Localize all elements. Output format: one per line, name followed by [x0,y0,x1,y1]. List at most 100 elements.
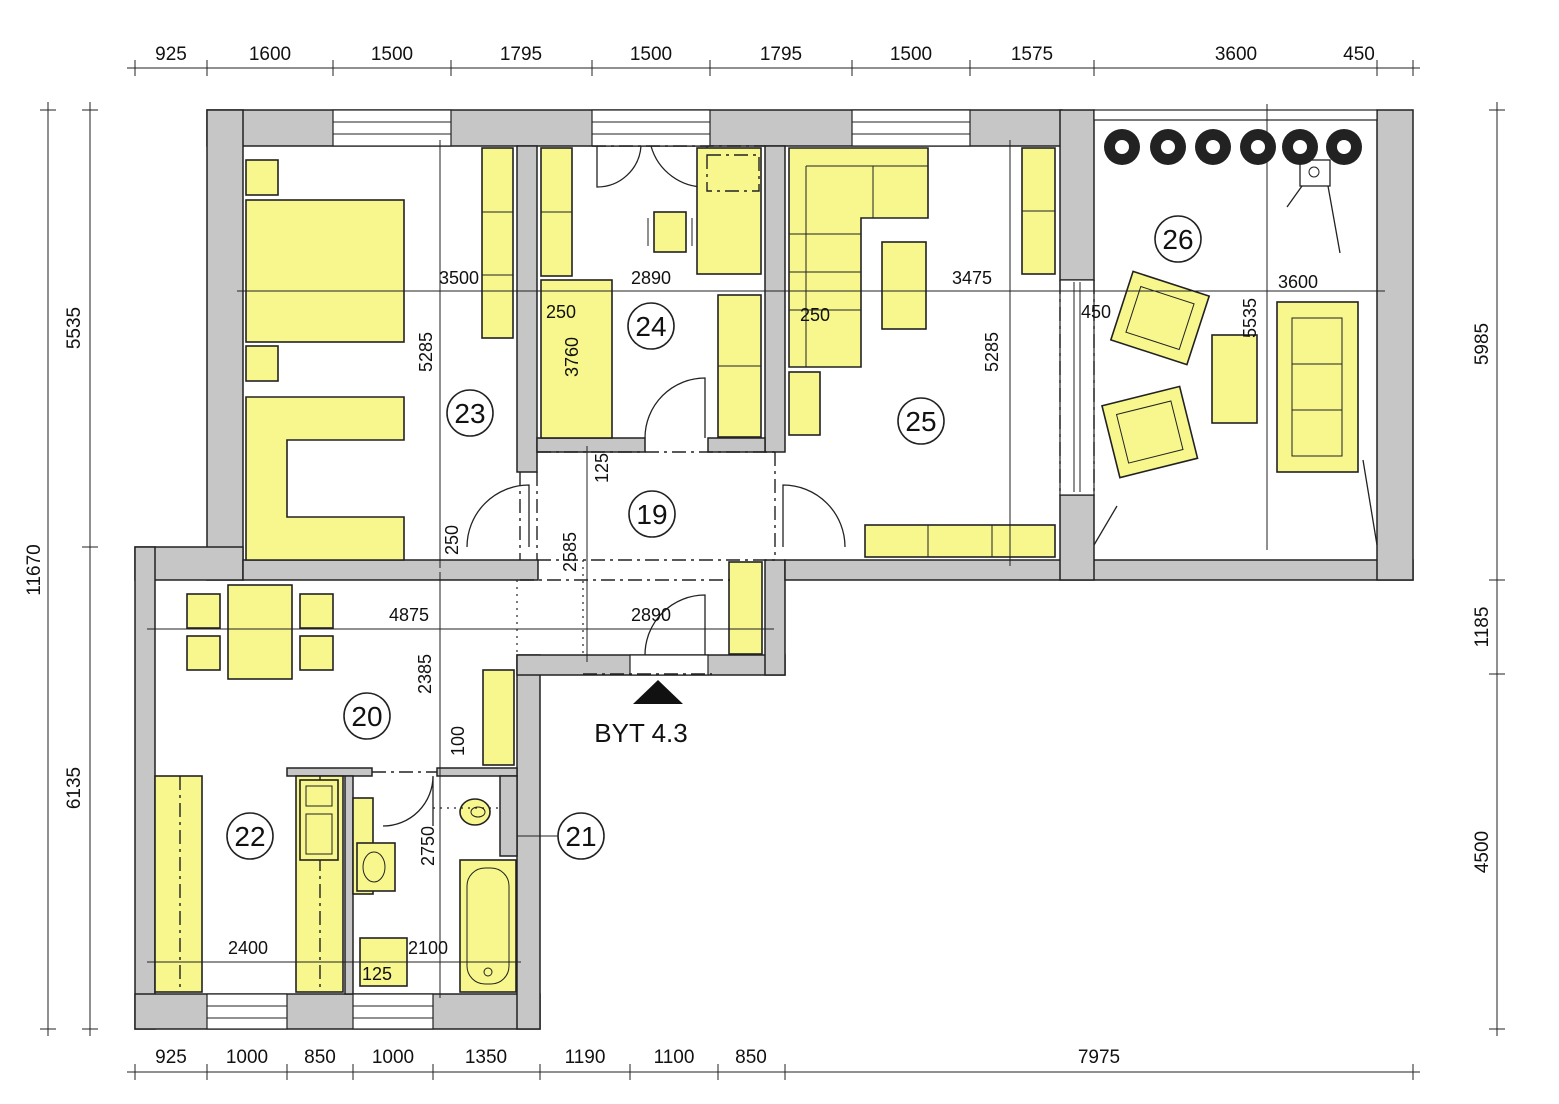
dim-right-lower: 4500 [1472,831,1493,873]
bottom-dimension-labels: 925 1000 850 1000 1350 1190 1100 850 797… [155,1047,1120,1068]
lounge-chair-icon [1286,159,1341,254]
dim-r23-height: 5285 [416,332,436,372]
coat-rack [728,561,763,655]
dim-top-7: 1500 [890,44,932,65]
dim-bottom-7: 1100 [654,1047,695,1068]
room-23-label: 23 [446,389,494,437]
room-21-label: 21 [557,812,605,860]
dim-top-10: 450 [1343,44,1375,65]
plant-icon [1195,129,1231,165]
dim-r19-width: 2890 [631,605,671,625]
double-bed [245,199,405,343]
wall-middle [242,559,539,581]
dim-r19-offset: 125 [592,453,612,483]
dim-right-middle: 1185 [1472,607,1493,648]
tv-unit [864,524,1056,558]
dim-bottom-3: 850 [304,1047,336,1068]
dim-r26-height: 5535 [1240,298,1260,338]
wall-24-25 [764,145,786,453]
chair [186,593,221,629]
left-dimension-labels: 5535 11670 6135 [24,307,85,809]
coffee-table [881,241,927,330]
dim-r20-offset: 100 [448,726,468,756]
room-24-label: 24 [627,302,675,350]
wall-25-26-bottom [1059,494,1095,581]
window-r23 [332,109,452,147]
room-labels: 19 20 21 22 23 24 25 26 [226,215,1202,860]
toilet [459,798,491,826]
window-r21 [352,993,434,1030]
wall-25-26-top [1059,109,1095,281]
room-number: 20 [351,701,382,732]
wall-bath-top [286,767,373,777]
corner-sofa [788,147,929,368]
dim-r25-height: 5285 [982,332,1002,372]
wall-left-lower [134,546,156,1030]
apartment-label: BYT 4.3 [594,718,687,748]
wall-middle-right [784,559,1414,581]
dining-table [227,584,293,680]
dim-r20-width: 4875 [389,605,429,625]
dim-bottom-8: 850 [735,1047,767,1068]
dim-top-3: 1500 [371,44,413,65]
interior-dimension-labels: 3500 5285 250 2890 250 3760 3475 250 528… [228,268,1318,984]
dim-r24-width: 2890 [631,268,671,288]
room-number: 25 [905,406,936,437]
dim-left-lower: 6135 [64,767,85,809]
top-dimension-labels: 925 1600 1500 1795 1500 1795 1500 1575 3… [155,44,1375,65]
dimension-chain-right [1489,102,1505,1036]
bedside-table [245,159,279,196]
dim-r19-height: 2585 [560,532,580,572]
right-dimension-labels: 5985 1185 4500 [1472,323,1493,873]
dim-r24-offset: 250 [546,302,576,322]
bedside-table [245,345,279,382]
dim-bottom-6: 1190 [565,1047,606,1068]
walls [134,109,1414,1030]
plant-icon [1326,129,1362,165]
dim-r20-height: 2385 [415,654,435,694]
dim-r26-width: 3600 [1278,272,1318,292]
furniture [154,129,1362,993]
room-19-label: 19 [628,490,676,538]
balcony-door-r24 [591,109,711,147]
dim-r25-offset: 250 [800,305,830,325]
wall-bath-top-r [436,767,518,777]
dim-bottom-2: 1000 [226,1047,268,1068]
dim-top-2: 1600 [249,44,291,65]
dim-bottom-4: 1000 [372,1047,414,1068]
windows [206,109,1378,1030]
plant-icon [1150,129,1186,165]
plant-icon [1104,129,1140,165]
doors [382,145,846,827]
dim-r25-width: 3475 [952,268,992,288]
dim-r23-width: 3500 [439,268,479,288]
dim-bottom-1: 925 [155,1047,187,1068]
room-number: 23 [454,398,485,429]
dim-r23-niche: 250 [442,525,462,555]
chair [653,211,687,253]
corner-desk [245,396,405,561]
room-25-label: 25 [897,397,945,445]
wall-24-bottom-r [707,437,766,453]
dim-top-5: 1500 [630,44,672,65]
dim-r21-height: 2750 [418,826,438,866]
plant-icon [1240,129,1276,165]
dim-top-8: 1575 [1011,44,1053,65]
coffee-table [1211,334,1258,424]
wall-bath-right [516,654,541,1030]
dim-r21-offset: 125 [362,964,392,984]
balcony-doors-r25-r26 [1059,279,1095,496]
entrance-arrow-icon [633,680,683,704]
dim-r21-width: 2100 [408,938,448,958]
wall-kitchen-bath [344,775,354,995]
room-22-label: 22 [226,812,274,860]
chair [299,593,334,629]
window-r26 [1093,109,1378,121]
wardrobe [481,147,514,339]
bed [540,279,613,439]
wall-balcony-right [1376,109,1414,581]
dimension-chain-left [40,102,98,1036]
dim-right-upper: 5985 [1472,323,1493,365]
dim-top-1: 925 [155,44,187,65]
dim-top-6: 1795 [760,44,802,65]
